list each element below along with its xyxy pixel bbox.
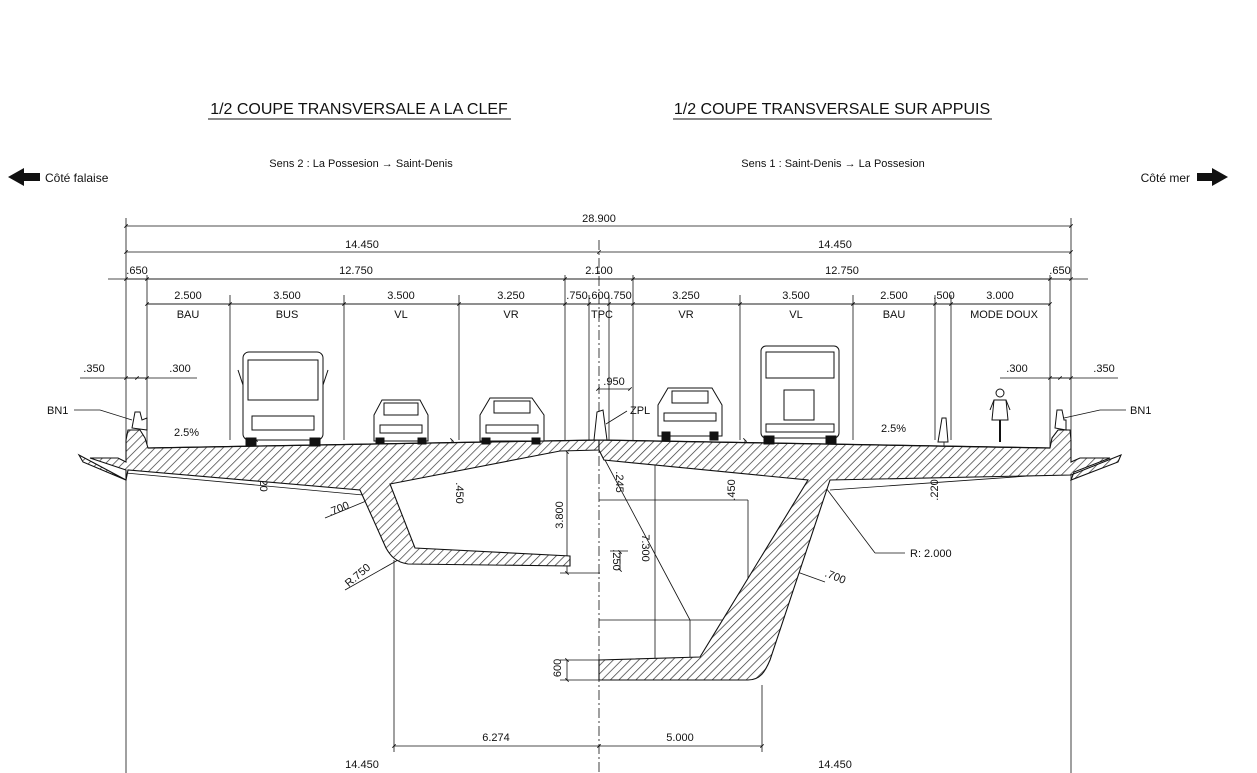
dim-w950: .950 xyxy=(603,376,624,388)
label-bn1-right: BN1 xyxy=(1130,405,1151,417)
dim-l350: .350 xyxy=(83,363,104,375)
arrow-left-icon xyxy=(8,168,40,186)
cyclist-icon xyxy=(989,388,1011,442)
dim-bau-right: 2.500 xyxy=(880,290,908,302)
dim-h7300: 7.300 xyxy=(639,534,651,562)
dim-w5000: 5.000 xyxy=(666,732,694,744)
dim-t450-right: .450 xyxy=(726,479,738,500)
dim-b600: 600 xyxy=(552,659,564,677)
dim-vr-right: 3.250 xyxy=(672,290,700,302)
dim-vl-right: 3.500 xyxy=(782,290,810,302)
separator-right-icon xyxy=(937,417,949,443)
dim-vl-left: 3.500 xyxy=(387,290,415,302)
barrier-right-icon xyxy=(1054,409,1067,431)
dim-half-left: 14.450 xyxy=(345,239,379,251)
dim-mode-doux: 3.000 xyxy=(986,290,1014,302)
lane-bau-right: BAU xyxy=(883,309,906,321)
lane-vr-right: VR xyxy=(678,309,693,321)
dim-total: 28.900 xyxy=(582,213,616,225)
dim-vr-left: 3.250 xyxy=(497,290,525,302)
dim-bus: 3.500 xyxy=(273,290,301,302)
dim-main-left: 12.750 xyxy=(339,265,373,277)
small-dimension-texts: .350 .300 .300 .350 .950 BN1 BN1 ZPL 2.5… xyxy=(47,363,1151,771)
dim-t220-right: .220 xyxy=(929,479,941,500)
lane-mode-doux: MODE DOUX xyxy=(970,309,1039,321)
dim-r350: .350 xyxy=(1093,363,1114,375)
car-right-vr-icon xyxy=(657,387,723,441)
dim-t245: .245 xyxy=(613,471,625,492)
barrier-left-icon xyxy=(131,411,148,431)
dimension-texts: 28.900 14.450 14.450 .650 12.750 2.100 1… xyxy=(126,213,1070,302)
direction-right: Sens 1 : Saint-Denis → La Possesion xyxy=(741,158,924,170)
dim-sep-right: .500 xyxy=(933,290,954,302)
bus-right-icon xyxy=(760,345,840,445)
car-left-vl-icon xyxy=(373,399,429,445)
dim-h3800: 3.800 xyxy=(554,501,566,529)
slope-left: 2.5% xyxy=(174,427,199,439)
lane-vl-left: VL xyxy=(394,309,407,321)
dim-median: 2.100 xyxy=(585,265,613,277)
median-barrier-icon xyxy=(593,409,608,441)
dim-t700-right: .700 xyxy=(823,568,847,587)
side-right: Côté mer xyxy=(1141,171,1190,185)
dim-bau-left: 2.500 xyxy=(174,290,202,302)
title-left: 1/2 COUPE TRANSVERSALE A LA CLEF xyxy=(210,101,508,118)
dim-bottom-half-left: 14.450 xyxy=(345,759,379,771)
dim-bottom-half-right: 14.450 xyxy=(818,759,852,771)
lane-labels: BAU BUS VL VR TPC VR VL BAU MODE DOUX xyxy=(177,309,1039,321)
barriers xyxy=(131,409,1067,443)
dim-edge-right: .650 xyxy=(1049,265,1070,277)
lane-tpc: TPC xyxy=(591,309,613,321)
label-radius-large: R: 2.000 xyxy=(910,548,952,560)
label-radius-small: R.750 xyxy=(343,562,373,590)
dim-t250: .250 xyxy=(610,549,622,570)
dim-half-right: 14.450 xyxy=(818,239,852,251)
dim-main-right: 12.750 xyxy=(825,265,859,277)
label-zpl: ZPL xyxy=(630,405,650,417)
slope-right: 2.5% xyxy=(881,423,906,435)
vehicles xyxy=(237,345,1011,447)
label-bn1-left: BN1 xyxy=(47,405,68,417)
dim-t700-left: .700 xyxy=(327,500,351,519)
dim-l300: .300 xyxy=(169,363,190,375)
lane-vr-left: VR xyxy=(503,309,518,321)
bus-left-icon xyxy=(237,351,329,447)
lane-vl-right: VL xyxy=(789,309,802,321)
side-left: Côté falaise xyxy=(45,171,109,185)
car-left-vr-icon xyxy=(479,397,545,445)
dim-tpc-a: .750 xyxy=(566,290,587,302)
dim-r300: .300 xyxy=(1006,363,1027,375)
bridge-deck-section xyxy=(77,429,1123,681)
dim-edge-left: .650 xyxy=(126,265,147,277)
dim-tpc-c: .750 xyxy=(610,290,631,302)
dim-tpc-b: .600 xyxy=(588,290,609,302)
dim-w6274: 6.274 xyxy=(482,732,510,744)
lane-bus: BUS xyxy=(276,309,299,321)
direction-left: Sens 2 : La Possesion → Saint-Denis xyxy=(269,158,453,170)
arrow-right-icon xyxy=(1197,168,1228,186)
lane-bau-left: BAU xyxy=(177,309,200,321)
dim-t450-left: .450 xyxy=(453,482,465,503)
title-right: 1/2 COUPE TRANSVERSALE SUR APPUIS xyxy=(674,101,990,118)
